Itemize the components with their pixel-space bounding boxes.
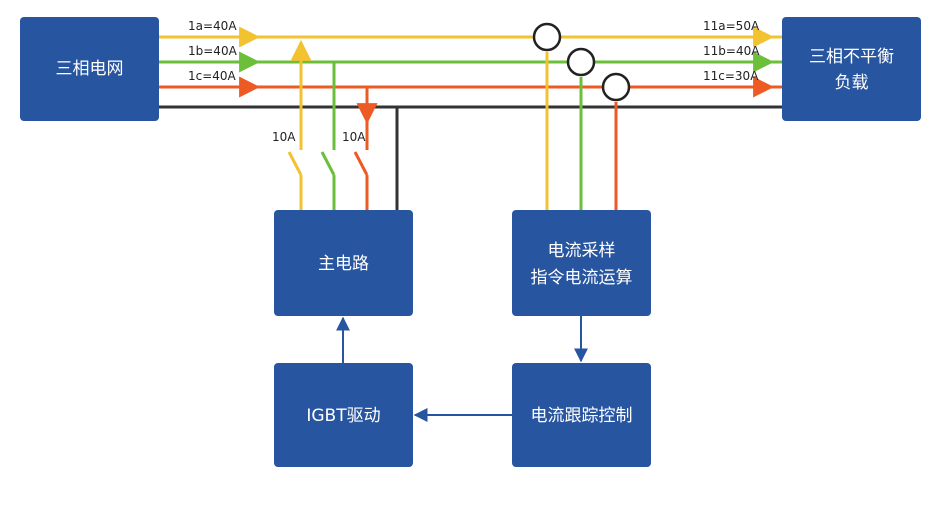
inject-current-c-label: 10A	[342, 130, 366, 144]
load-box: 三相不平衡 负载	[782, 17, 921, 121]
current-transformer-b	[566, 47, 596, 77]
igbt-drive-box-rect	[274, 363, 413, 467]
load-current-c-label: 11c=30A	[703, 69, 759, 83]
branch-c-switch	[353, 151, 369, 176]
load-box-rect	[782, 17, 921, 121]
source-current-b-label: 1b=40A	[188, 44, 238, 58]
igbt-drive-box: IGBT驱动	[274, 363, 413, 467]
grid-box-rect	[20, 17, 159, 121]
load-box-label-line2: 负载	[835, 73, 869, 93]
grid-box-label: 三相电网	[56, 59, 124, 79]
sampling-box-label-line1: 电流采样	[548, 241, 616, 261]
branch-b-switch	[320, 151, 336, 176]
tracking-control-box-rect	[512, 363, 651, 467]
bus-lines	[158, 35, 783, 109]
sampling-box-rect	[512, 210, 651, 316]
main-circuit-box-label: 主电路	[318, 254, 369, 274]
control-arrows	[336, 316, 588, 422]
current-transformers	[532, 22, 631, 102]
main-circuit-box: 主电路	[274, 210, 413, 316]
load-current-b-label: 11b=40A	[703, 44, 760, 58]
line-labels: 1a=40A 1b=40A 1c=40A 11a=50A 11b=40A 11c…	[188, 19, 760, 144]
load-box-label-line1: 三相不平衡	[809, 47, 894, 67]
branch-a-switch	[287, 151, 303, 176]
current-transformer-c	[601, 72, 631, 102]
source-current-a-label: 1a=40A	[188, 19, 237, 33]
load-current-a-label: 11a=50A	[703, 19, 760, 33]
current-transformer-a	[532, 22, 562, 52]
compensation-branches	[287, 39, 399, 212]
source-current-c-label: 1c=40A	[188, 69, 237, 83]
inject-current-a-label: 10A	[272, 130, 296, 144]
grid-box: 三相电网	[20, 17, 159, 121]
bus-arrows	[238, 26, 775, 98]
igbt-drive-box-label: IGBT驱动	[306, 406, 380, 426]
sampling-box: 电流采样 指令电流运算	[512, 210, 651, 316]
tracking-control-box-label: 电流跟踪控制	[531, 406, 633, 426]
sampling-box-label-line2: 指令电流运算	[531, 268, 633, 288]
sampling-lines	[545, 52, 618, 212]
tracking-control-box: 电流跟踪控制	[512, 363, 651, 467]
main-circuit-box-rect	[274, 210, 413, 316]
